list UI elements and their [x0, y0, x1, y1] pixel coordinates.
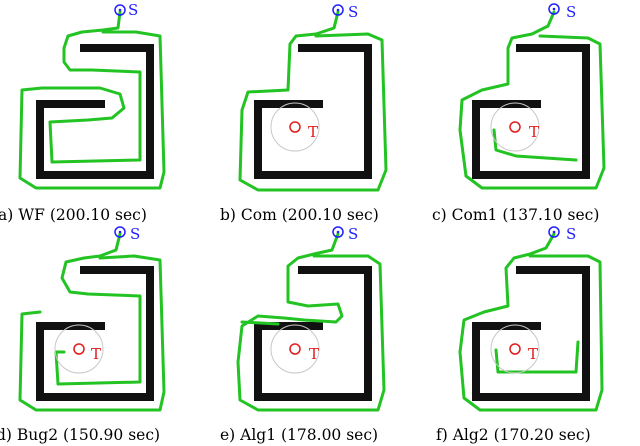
start-circle	[114, 4, 126, 16]
target-marker: T	[54, 324, 104, 374]
target-label: T	[91, 345, 101, 363]
panel-d: T S d) Bug2 (150.90 sec)	[0, 225, 166, 444]
target-marker: T	[490, 102, 540, 152]
target-circle	[289, 121, 301, 133]
start-dot	[118, 230, 122, 234]
maze-walls	[254, 44, 372, 179]
target-range-circle	[54, 324, 104, 374]
panel-caption: c) Com1 (137.10 sec)	[432, 206, 599, 224]
target-label: T	[528, 345, 538, 363]
maze-walls	[36, 266, 154, 401]
panel-a: S a) WF (200.10 sec)	[0, 1, 166, 224]
start-label: S	[348, 3, 358, 21]
start-marker: S	[548, 3, 576, 21]
start-marker: S	[332, 225, 358, 243]
panel-c: T S c) Com1 (137.10 sec)	[432, 3, 606, 224]
maze-walls	[254, 266, 372, 401]
target-label: T	[529, 123, 539, 141]
target-range-circle	[270, 324, 320, 374]
start-label: S	[348, 225, 358, 243]
start-circle	[332, 226, 344, 238]
start-label: S	[128, 1, 138, 19]
robot-path	[18, 10, 166, 190]
panel-caption: b) Com (200.10 sec)	[220, 206, 379, 224]
start-dot	[336, 230, 340, 234]
start-marker: S	[114, 225, 140, 243]
target-circle	[509, 343, 521, 355]
start-label: S	[130, 225, 140, 243]
panel-caption: f) Alg2 (170.20 sec)	[436, 426, 591, 444]
start-dot	[552, 230, 556, 234]
start-marker: S	[332, 3, 358, 21]
start-circle	[548, 3, 560, 15]
target-circle	[289, 343, 301, 355]
maze-walls	[472, 44, 590, 179]
maze-walls	[472, 266, 590, 401]
target-range-circle	[270, 102, 320, 152]
panel-caption: d) Bug2 (150.90 sec)	[0, 426, 160, 444]
panel-caption: e) Alg1 (178.00 sec)	[220, 426, 378, 444]
start-marker: S	[114, 1, 138, 19]
maze-walls	[36, 44, 154, 179]
start-label: S	[566, 225, 576, 243]
robot-path	[238, 10, 388, 192]
target-circle	[509, 121, 521, 133]
start-circle	[332, 4, 344, 16]
target-marker: T	[270, 324, 320, 374]
panel-b: T S b) Com (200.10 sec)	[220, 3, 388, 224]
target-label: T	[309, 345, 319, 363]
target-range-circle	[490, 102, 540, 152]
panel-caption: a) WF (200.10 sec)	[0, 206, 147, 224]
robot-path	[236, 232, 386, 412]
target-marker: T	[490, 324, 540, 374]
start-dot	[118, 8, 122, 12]
start-marker: S	[548, 225, 576, 243]
panel-f: T S f) Alg2 (170.20 sec)	[436, 225, 604, 444]
target-circle	[73, 343, 85, 355]
target-label: T	[308, 123, 318, 141]
robot-path	[18, 232, 166, 412]
target-range-circle	[490, 324, 540, 374]
start-dot	[336, 8, 340, 12]
start-circle	[548, 226, 560, 238]
panel-e: T S e) Alg1 (178.00 sec)	[220, 225, 386, 444]
start-dot	[552, 7, 556, 11]
target-marker: T	[270, 102, 320, 152]
start-label: S	[566, 3, 576, 21]
start-circle	[114, 226, 126, 238]
